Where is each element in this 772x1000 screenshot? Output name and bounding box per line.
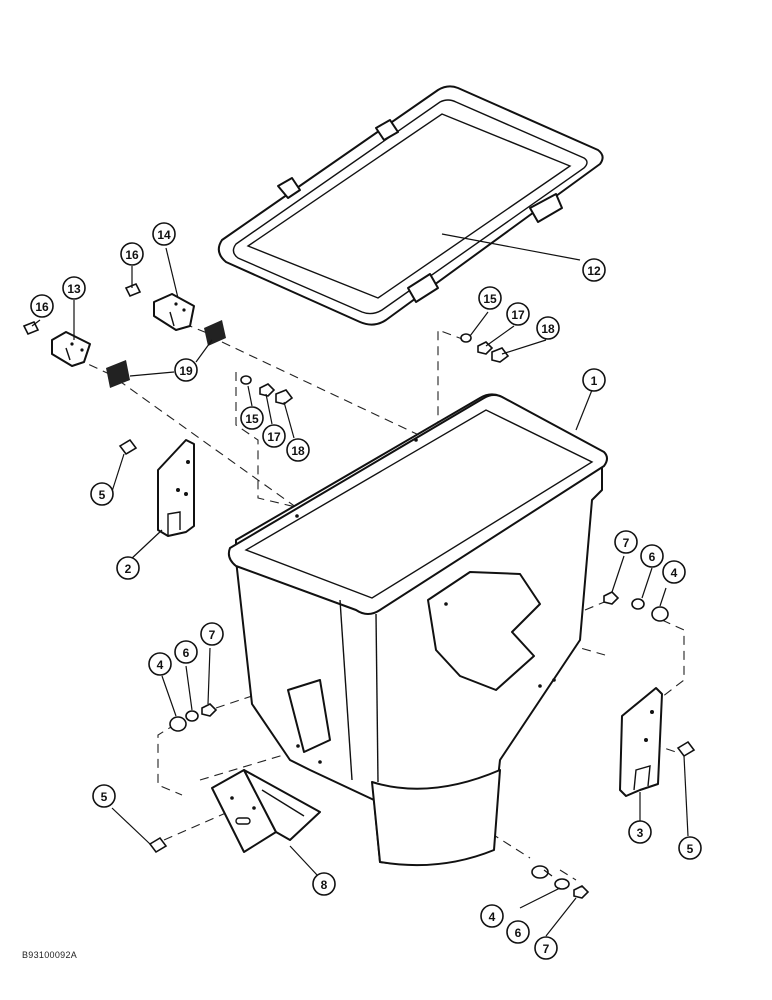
callout-label: 12 xyxy=(587,264,601,278)
callout-19: 19 xyxy=(174,358,198,382)
callout-label: 14 xyxy=(157,228,171,242)
hinge-part-13 xyxy=(51,331,91,367)
callout-label: 3 xyxy=(637,826,644,840)
callout-label: 7 xyxy=(209,628,216,642)
callout-label: 16 xyxy=(35,300,49,314)
callout-6: 6 xyxy=(506,920,530,944)
callout-6: 6 xyxy=(640,544,664,568)
callout-15: 15 xyxy=(478,286,502,310)
bracket-part-2 xyxy=(157,439,195,537)
callout-label: 18 xyxy=(291,444,305,458)
hinge-part-14 xyxy=(153,293,195,331)
callout-7: 7 xyxy=(614,530,638,554)
callout-12: 12 xyxy=(582,258,606,282)
callout-18: 18 xyxy=(536,316,560,340)
callout-label: 5 xyxy=(101,790,108,804)
callout-4: 4 xyxy=(480,904,504,928)
hopper-box-part-1 xyxy=(227,393,608,867)
callout-5: 5 xyxy=(678,836,702,860)
callout-label: 4 xyxy=(671,566,678,580)
callout-label: 8 xyxy=(321,878,328,892)
callout-label: 15 xyxy=(245,412,259,426)
callout-label: 5 xyxy=(99,488,106,502)
callout-label: 13 xyxy=(67,282,81,296)
pads-part-19 xyxy=(106,320,226,388)
callout-5: 5 xyxy=(90,482,114,506)
callout-17: 17 xyxy=(262,424,286,448)
callout-16: 16 xyxy=(30,294,54,318)
callout-label: 15 xyxy=(483,292,497,306)
callout-7: 7 xyxy=(200,622,224,646)
callout-13: 13 xyxy=(62,276,86,300)
callout-1: 1 xyxy=(582,368,606,392)
callout-label: 18 xyxy=(541,322,555,336)
bracket-part-3 xyxy=(619,687,663,797)
callout-label: 1 xyxy=(591,374,598,388)
callout-15: 15 xyxy=(240,406,264,430)
callout-17: 17 xyxy=(506,302,530,326)
callout-4: 4 xyxy=(662,560,686,584)
callout-label: 7 xyxy=(623,536,630,550)
callout-2: 2 xyxy=(116,556,140,580)
callout-4: 4 xyxy=(148,652,172,676)
bracket-part-8 xyxy=(211,769,321,853)
callout-6: 6 xyxy=(174,640,198,664)
figure-reference-code: B93100092A xyxy=(22,950,78,960)
callout-label: 6 xyxy=(649,550,656,564)
callout-14: 14 xyxy=(152,222,176,246)
callout-label: 17 xyxy=(267,430,281,444)
callouts: 1 2 3 4 4 4 5 5 5 6 6 6 7 7 7 8 12 13 14… xyxy=(30,222,702,960)
callout-7: 7 xyxy=(534,936,558,960)
callout-label: 17 xyxy=(511,308,525,322)
callout-label: 4 xyxy=(489,910,496,924)
callout-label: 4 xyxy=(157,658,164,672)
callout-label: 5 xyxy=(687,842,694,856)
callout-18: 18 xyxy=(286,438,310,462)
callout-label: 7 xyxy=(543,942,550,956)
callout-3: 3 xyxy=(628,820,652,844)
callout-8: 8 xyxy=(312,872,336,896)
lid-part-12 xyxy=(217,85,604,326)
callout-label: 6 xyxy=(515,926,522,940)
hardware xyxy=(22,282,696,899)
callout-label: 6 xyxy=(183,646,190,660)
callout-16: 16 xyxy=(120,242,144,266)
leader-lines xyxy=(31,233,689,937)
callout-label: 19 xyxy=(179,364,193,378)
callout-5: 5 xyxy=(92,784,116,808)
callout-label: 2 xyxy=(125,562,132,576)
callout-label: 16 xyxy=(125,248,139,262)
